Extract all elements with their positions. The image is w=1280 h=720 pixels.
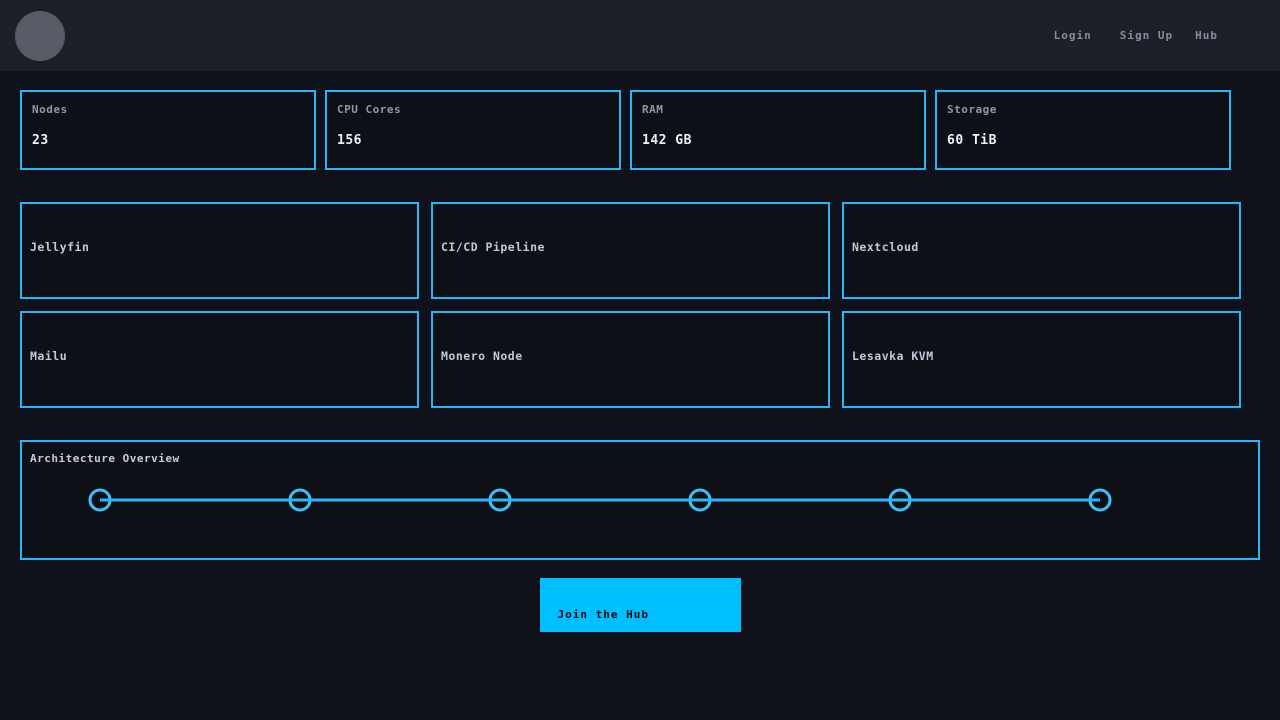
- architecture-diagram: [88, 488, 1112, 512]
- service-card-cicd-pipeline[interactable]: CI/CD Pipeline: [431, 202, 830, 299]
- stat-value: 23: [32, 133, 49, 148]
- service-name: Jellyfin: [30, 239, 90, 254]
- stat-label: CPU Cores: [337, 103, 402, 116]
- service-name: Monero Node: [441, 348, 523, 363]
- main-nav: Login Sign Up Hub: [1054, 29, 1218, 42]
- stat-value: 60 TiB: [947, 133, 997, 148]
- stats-row: Nodes 23 CPU Cores 156 RAM 142 GB Storag…: [20, 90, 1260, 170]
- main-content: Nodes 23 CPU Cores 156 RAM 142 GB Storag…: [0, 90, 1280, 632]
- join-hub-button[interactable]: Join the Hub: [539, 578, 741, 632]
- stat-card-storage: Storage 60 TiB: [935, 90, 1231, 170]
- service-card-nextcloud[interactable]: Nextcloud: [842, 202, 1241, 299]
- service-name: CI/CD Pipeline: [441, 239, 545, 254]
- stat-label: RAM: [642, 103, 664, 116]
- logo-avatar[interactable]: [15, 10, 65, 61]
- services-grid: Jellyfin CI/CD Pipeline Nextcloud Mailu …: [20, 202, 1260, 408]
- service-card-jellyfin[interactable]: Jellyfin: [20, 202, 419, 299]
- stat-value: 142 GB: [642, 133, 692, 148]
- service-card-mailu[interactable]: Mailu: [20, 311, 419, 408]
- stat-label: Nodes: [32, 103, 68, 116]
- stat-label: Storage: [947, 103, 997, 116]
- service-name: Nextcloud: [852, 239, 919, 254]
- stat-card-cpu-cores: CPU Cores 156: [325, 90, 621, 170]
- nav-signup[interactable]: Sign Up: [1119, 29, 1174, 42]
- nav-login[interactable]: Login: [1053, 29, 1092, 42]
- architecture-overview-panel: Architecture Overview: [20, 440, 1260, 560]
- nav-hub[interactable]: Hub: [1195, 29, 1218, 42]
- header: Login Sign Up Hub: [0, 0, 1280, 71]
- service-name: Lesavka KVM: [852, 348, 934, 363]
- service-card-lesavka-kvm[interactable]: Lesavka KVM: [842, 311, 1241, 408]
- stat-card-nodes: Nodes 23: [20, 90, 316, 170]
- stat-card-ram: RAM 142 GB: [630, 90, 926, 170]
- architecture-title: Architecture Overview: [30, 452, 180, 465]
- cta-row: Join the Hub: [20, 578, 1260, 632]
- service-name: Mailu: [30, 348, 68, 363]
- stat-value: 156: [337, 133, 362, 148]
- service-card-monero-node[interactable]: Monero Node: [431, 311, 830, 408]
